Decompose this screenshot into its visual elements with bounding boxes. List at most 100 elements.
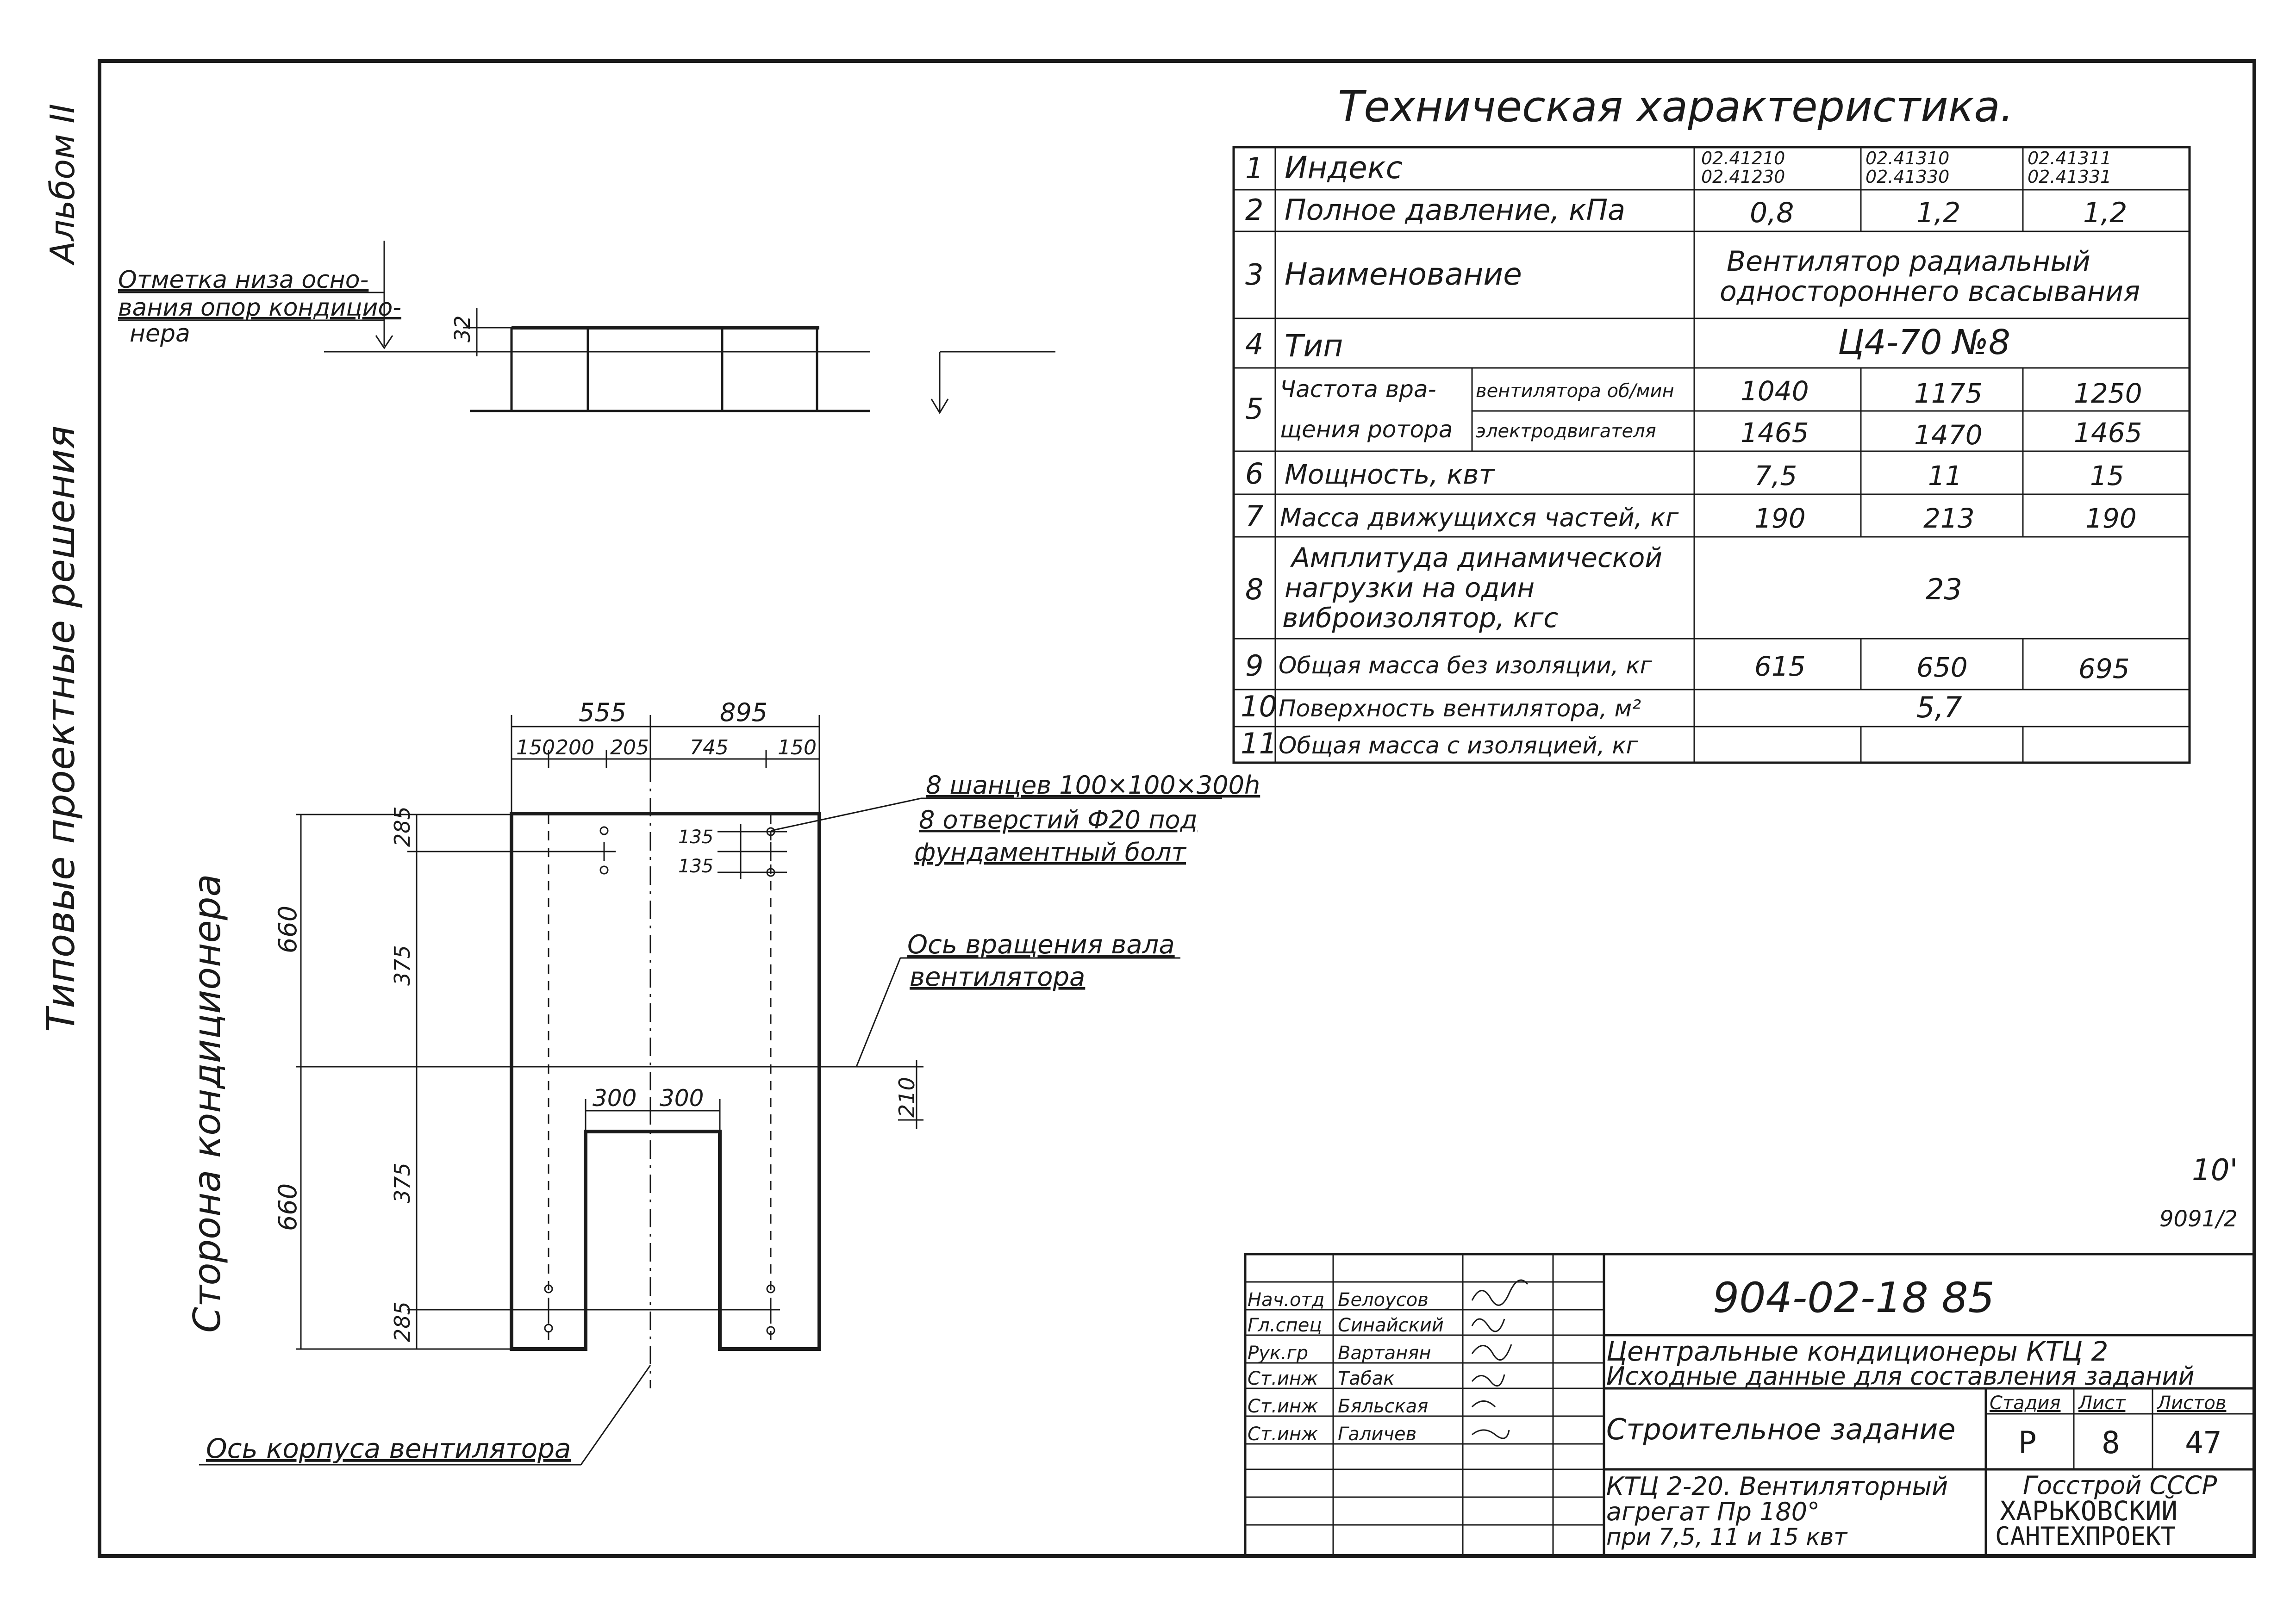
spec-table-title: Техническая характеристика. — [1338, 82, 2014, 131]
power-value: 7,5 — [1754, 460, 1797, 491]
row-label: Индекс — [1285, 150, 1403, 186]
dim-label: 300 — [593, 1085, 636, 1112]
bolt-holes — [539, 815, 780, 1349]
stamp-name: Бяльская — [1338, 1396, 1428, 1417]
row-labels: Индекс Полное давление, кПа Наименование… — [1279, 150, 1679, 759]
row-sublabel: вентилятора об/мин — [1476, 380, 1674, 402]
row-label: Общая масса без изоляции, кг — [1279, 652, 1653, 679]
sheet-mark: 9091/2 — [2159, 1206, 2238, 1232]
signature-grid — [1245, 1254, 1604, 1556]
row-numbers: 1 2 3 4 5 6 7 8 9 10 11 — [1241, 151, 1277, 760]
body-axis-note: Ось корпуса вентилятора — [206, 1433, 571, 1464]
index-value: 02.41331 — [2028, 167, 2111, 187]
moving-mass-value: 190 — [2085, 503, 2137, 534]
row-label: щения ротора — [1280, 416, 1453, 443]
row-number: 6 — [1245, 457, 1263, 491]
rpm-fan-value: 1250 — [2074, 378, 2142, 409]
organization: ХАРЬКОВСКИЙ — [2000, 1495, 2177, 1527]
dim-label: 285 — [390, 1301, 415, 1342]
dim-label: 285 — [390, 806, 415, 847]
moving-mass-value: 190 — [1754, 503, 1806, 534]
pressure-value: 0,8 — [1750, 197, 1794, 229]
dim-label: 205 — [610, 736, 649, 759]
row-number: 2 — [1245, 193, 1263, 227]
dim-label: 200 — [555, 736, 594, 759]
drawing-code: 904-02-18 85 — [1713, 1274, 1995, 1322]
stamp-role: Ст.инж — [1248, 1396, 1318, 1417]
axis-note: Ось вращения вала — [907, 930, 1175, 960]
stamp-name: Галичев — [1338, 1424, 1416, 1445]
row-label: Поверхность вентилятора, м² — [1279, 695, 1641, 722]
stamp-role: Ст.инж — [1248, 1424, 1318, 1445]
plan-view: 555 895 150 200 205 745 150 660 660 285 … — [186, 698, 1260, 1466]
organization: САНТЕХПРОЕКТ — [1995, 1522, 2176, 1551]
spec-table-columns — [1274, 147, 2024, 763]
stamp-role: Рук.гр — [1248, 1343, 1308, 1364]
sheets-header: Листов — [2156, 1393, 2226, 1414]
row-label: Мощность, квт — [1285, 459, 1496, 490]
dim-label: 210 — [894, 1077, 919, 1118]
foundation-outline — [510, 812, 821, 1351]
index-value: 02.41210 — [1701, 148, 1785, 168]
stage-header: Стадия — [1990, 1393, 2060, 1414]
row-label: Общая масса с изоляцией, кг — [1279, 732, 1639, 759]
spec-table: Техническая характеристика. — [1232, 82, 2191, 764]
dim-label: 135 — [678, 856, 713, 877]
type-value: Ц4-70 №8 — [1838, 323, 2010, 362]
row-label: Полное давление, кПа — [1285, 193, 1625, 227]
bolts-note: 8 отверстий Ф20 под — [919, 805, 1198, 834]
title-block: 10' 9091/2 Нач.отд Гл.спе — [1244, 1153, 2256, 1557]
sheet-title: Строительное задание — [1606, 1412, 1956, 1446]
pressure-value: 1,2 — [2083, 197, 2127, 229]
level-note: Отметка низа осно- — [118, 266, 368, 294]
dim-label: 375 — [390, 1163, 415, 1203]
row-number: 7 — [1245, 499, 1263, 533]
air-conditioner-side-label: Сторона кондиционера — [186, 874, 229, 1333]
mass-no-insulation-value: 615 — [1754, 651, 1806, 682]
pressure-value: 1,2 — [1916, 197, 1960, 229]
row-number: 10 — [1241, 690, 1277, 723]
album-label: Альбом II — [43, 104, 82, 266]
row-number: 5 — [1245, 392, 1263, 426]
row-label: нагрузки на один — [1285, 572, 1535, 603]
row-label: Частота вра- — [1280, 376, 1436, 403]
row-values: 02.41210 02.41230 02.41310 02.41330 02.4… — [1701, 148, 2142, 724]
axis-note: вентилятора — [910, 962, 1085, 992]
index-value: 02.41330 — [1866, 167, 1949, 187]
rpm-motor-value: 1470 — [1914, 419, 1983, 451]
index-value: 02.41311 — [2028, 148, 2111, 168]
row-label: Масса движущихся частей, кг — [1280, 503, 1679, 532]
dim-label: 745 — [690, 736, 729, 759]
index-value: 02.41230 — [1701, 167, 1785, 187]
bolts-note: фундаментный болт — [914, 838, 1187, 867]
dim-label: 660 — [273, 1183, 302, 1231]
dim-label: 135 — [678, 827, 713, 848]
rpm-motor-value: 1465 — [1741, 417, 1809, 448]
sheet-mark: 10' — [2192, 1153, 2238, 1188]
rpm-fan-value: 1175 — [1914, 378, 1983, 409]
rpm-motor-value: 1465 — [2074, 417, 2142, 448]
dim-label: 300 — [660, 1085, 704, 1112]
bolts-note: 8 шанцев 100×100×300h — [926, 771, 1260, 800]
stamp-role: Гл.спец — [1248, 1315, 1322, 1336]
dim-label: 555 — [579, 698, 626, 727]
unit-description: агрегат Пр 180° — [1606, 1497, 1820, 1526]
spec-table-border — [1232, 146, 2191, 764]
dim-label: 895 — [720, 698, 767, 727]
spec-table-rows — [1234, 189, 2190, 728]
row-number: 8 — [1245, 572, 1263, 606]
stamp-name: Табак — [1338, 1368, 1394, 1389]
stamp-role: Нач.отд — [1248, 1289, 1324, 1311]
row-label: Тип — [1285, 328, 1343, 364]
unit-description: при 7,5, 11 и 15 квт — [1606, 1524, 1848, 1550]
row-number: 3 — [1245, 258, 1263, 292]
stamp-role: Ст.инж — [1248, 1368, 1318, 1389]
amplitude-value: 23 — [1926, 572, 1962, 606]
mass-no-insulation-value: 650 — [1916, 652, 1968, 683]
stamp-name: Белоусов — [1338, 1289, 1429, 1311]
level-note: нера — [130, 320, 190, 348]
name-value: одностороннего всасывания — [1720, 275, 2140, 308]
sheet-header: Лист — [2078, 1393, 2126, 1414]
row-label: Наименование — [1285, 256, 1522, 292]
